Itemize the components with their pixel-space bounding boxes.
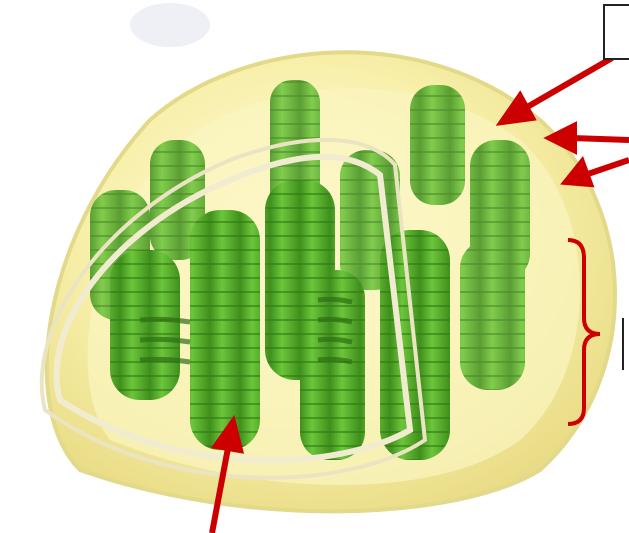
- background-smudge: [130, 3, 210, 47]
- label-box-top: [603, 4, 629, 60]
- label-box-side: [622, 318, 629, 370]
